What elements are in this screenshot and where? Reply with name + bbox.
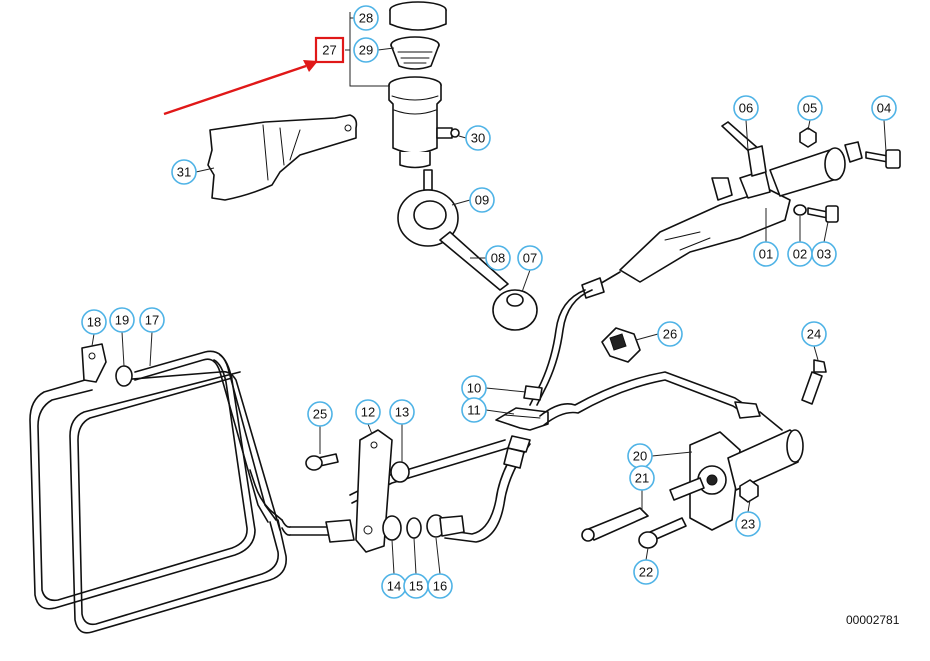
callout-27[interactable]: 27	[314, 36, 345, 64]
callout-14-label: 14	[387, 579, 401, 594]
pipe-loops	[29, 343, 287, 634]
highlight-arrow	[163, 60, 318, 116]
callout-27-label: 27	[322, 43, 336, 58]
flex-hose	[444, 435, 531, 543]
callout-04-label: 04	[877, 101, 891, 116]
callout-24[interactable]: 24	[801, 321, 827, 361]
callout-06[interactable]: 06	[733, 95, 759, 151]
callout-16-label: 16	[433, 579, 447, 594]
callout-22-label: 22	[639, 565, 653, 580]
callout-05-label: 05	[803, 101, 817, 116]
callout-11[interactable]: 11	[461, 397, 515, 423]
heat-shield	[207, 114, 358, 201]
callout-11-label: 11	[467, 403, 481, 418]
callout-06-label: 06	[739, 101, 753, 116]
callout-26-label: 26	[663, 327, 677, 342]
callouts: 27 28 29 30 31 09 0	[81, 5, 897, 599]
callout-29[interactable]: 29	[353, 37, 395, 63]
callout-28-label: 28	[359, 11, 373, 26]
callout-31-label: 31	[177, 165, 191, 180]
callout-22[interactable]: 22	[633, 547, 659, 585]
callout-21[interactable]: 21	[629, 465, 655, 510]
callout-17-label: 17	[145, 313, 159, 328]
callout-29-label: 29	[359, 43, 373, 58]
callout-15[interactable]: 15	[403, 537, 429, 599]
callout-12[interactable]: 12	[355, 399, 381, 435]
slave-cylinder	[581, 359, 827, 549]
callout-21-label: 21	[635, 471, 649, 486]
callout-08[interactable]: 08	[470, 245, 511, 271]
master-cylinder	[397, 121, 901, 331]
hose-clip	[601, 327, 641, 363]
callout-13[interactable]: 13	[389, 399, 415, 462]
callout-18[interactable]: 18	[81, 309, 107, 347]
callout-26[interactable]: 26	[635, 321, 683, 347]
callout-12-label: 12	[361, 405, 375, 420]
callout-18-label: 18	[87, 315, 101, 330]
callout-17[interactable]: 17	[139, 307, 165, 367]
callout-04[interactable]: 04	[871, 95, 897, 153]
callout-20[interactable]: 20	[627, 443, 693, 469]
callout-14[interactable]: 14	[381, 539, 407, 599]
callout-25[interactable]: 25	[307, 401, 333, 454]
callout-16[interactable]: 16	[427, 537, 453, 599]
callout-15-label: 15	[409, 579, 423, 594]
callout-03-label: 03	[817, 247, 831, 262]
reservoir-assembly	[388, 1, 460, 191]
callout-23[interactable]: 23	[735, 499, 761, 537]
callout-02-label: 02	[793, 247, 807, 262]
callout-28[interactable]: 28	[352, 5, 379, 31]
callout-30[interactable]: 30	[458, 125, 491, 151]
callout-23-label: 23	[741, 517, 755, 532]
hose-bracket	[495, 407, 549, 431]
callout-30-label: 30	[471, 131, 485, 146]
callout-10[interactable]: 10	[461, 375, 527, 401]
callout-07[interactable]: 07	[517, 245, 543, 293]
callout-09-label: 09	[475, 193, 489, 208]
callout-03[interactable]: 03	[811, 221, 837, 267]
callout-01[interactable]: 01	[753, 208, 779, 267]
callout-25-label: 25	[313, 407, 327, 422]
hydraulic-pipe-main	[539, 371, 783, 431]
hydraulic-line-upper	[523, 271, 621, 406]
callout-31[interactable]: 31	[171, 159, 215, 185]
callout-10-label: 10	[467, 381, 481, 396]
callout-08-label: 08	[491, 251, 505, 266]
callout-02[interactable]: 02	[787, 216, 813, 267]
callout-20-label: 20	[633, 449, 647, 464]
callout-13-label: 13	[395, 405, 409, 420]
callout-07-label: 07	[523, 251, 537, 266]
lower-pipe	[249, 429, 509, 553]
callout-09[interactable]: 09	[451, 187, 495, 213]
callout-24-label: 24	[807, 327, 821, 342]
callout-19[interactable]: 19	[109, 307, 135, 367]
callout-19-label: 19	[115, 313, 129, 328]
callout-01-label: 01	[759, 247, 773, 262]
document-number: 00002781	[846, 613, 900, 627]
callout-05[interactable]: 05	[797, 95, 823, 131]
